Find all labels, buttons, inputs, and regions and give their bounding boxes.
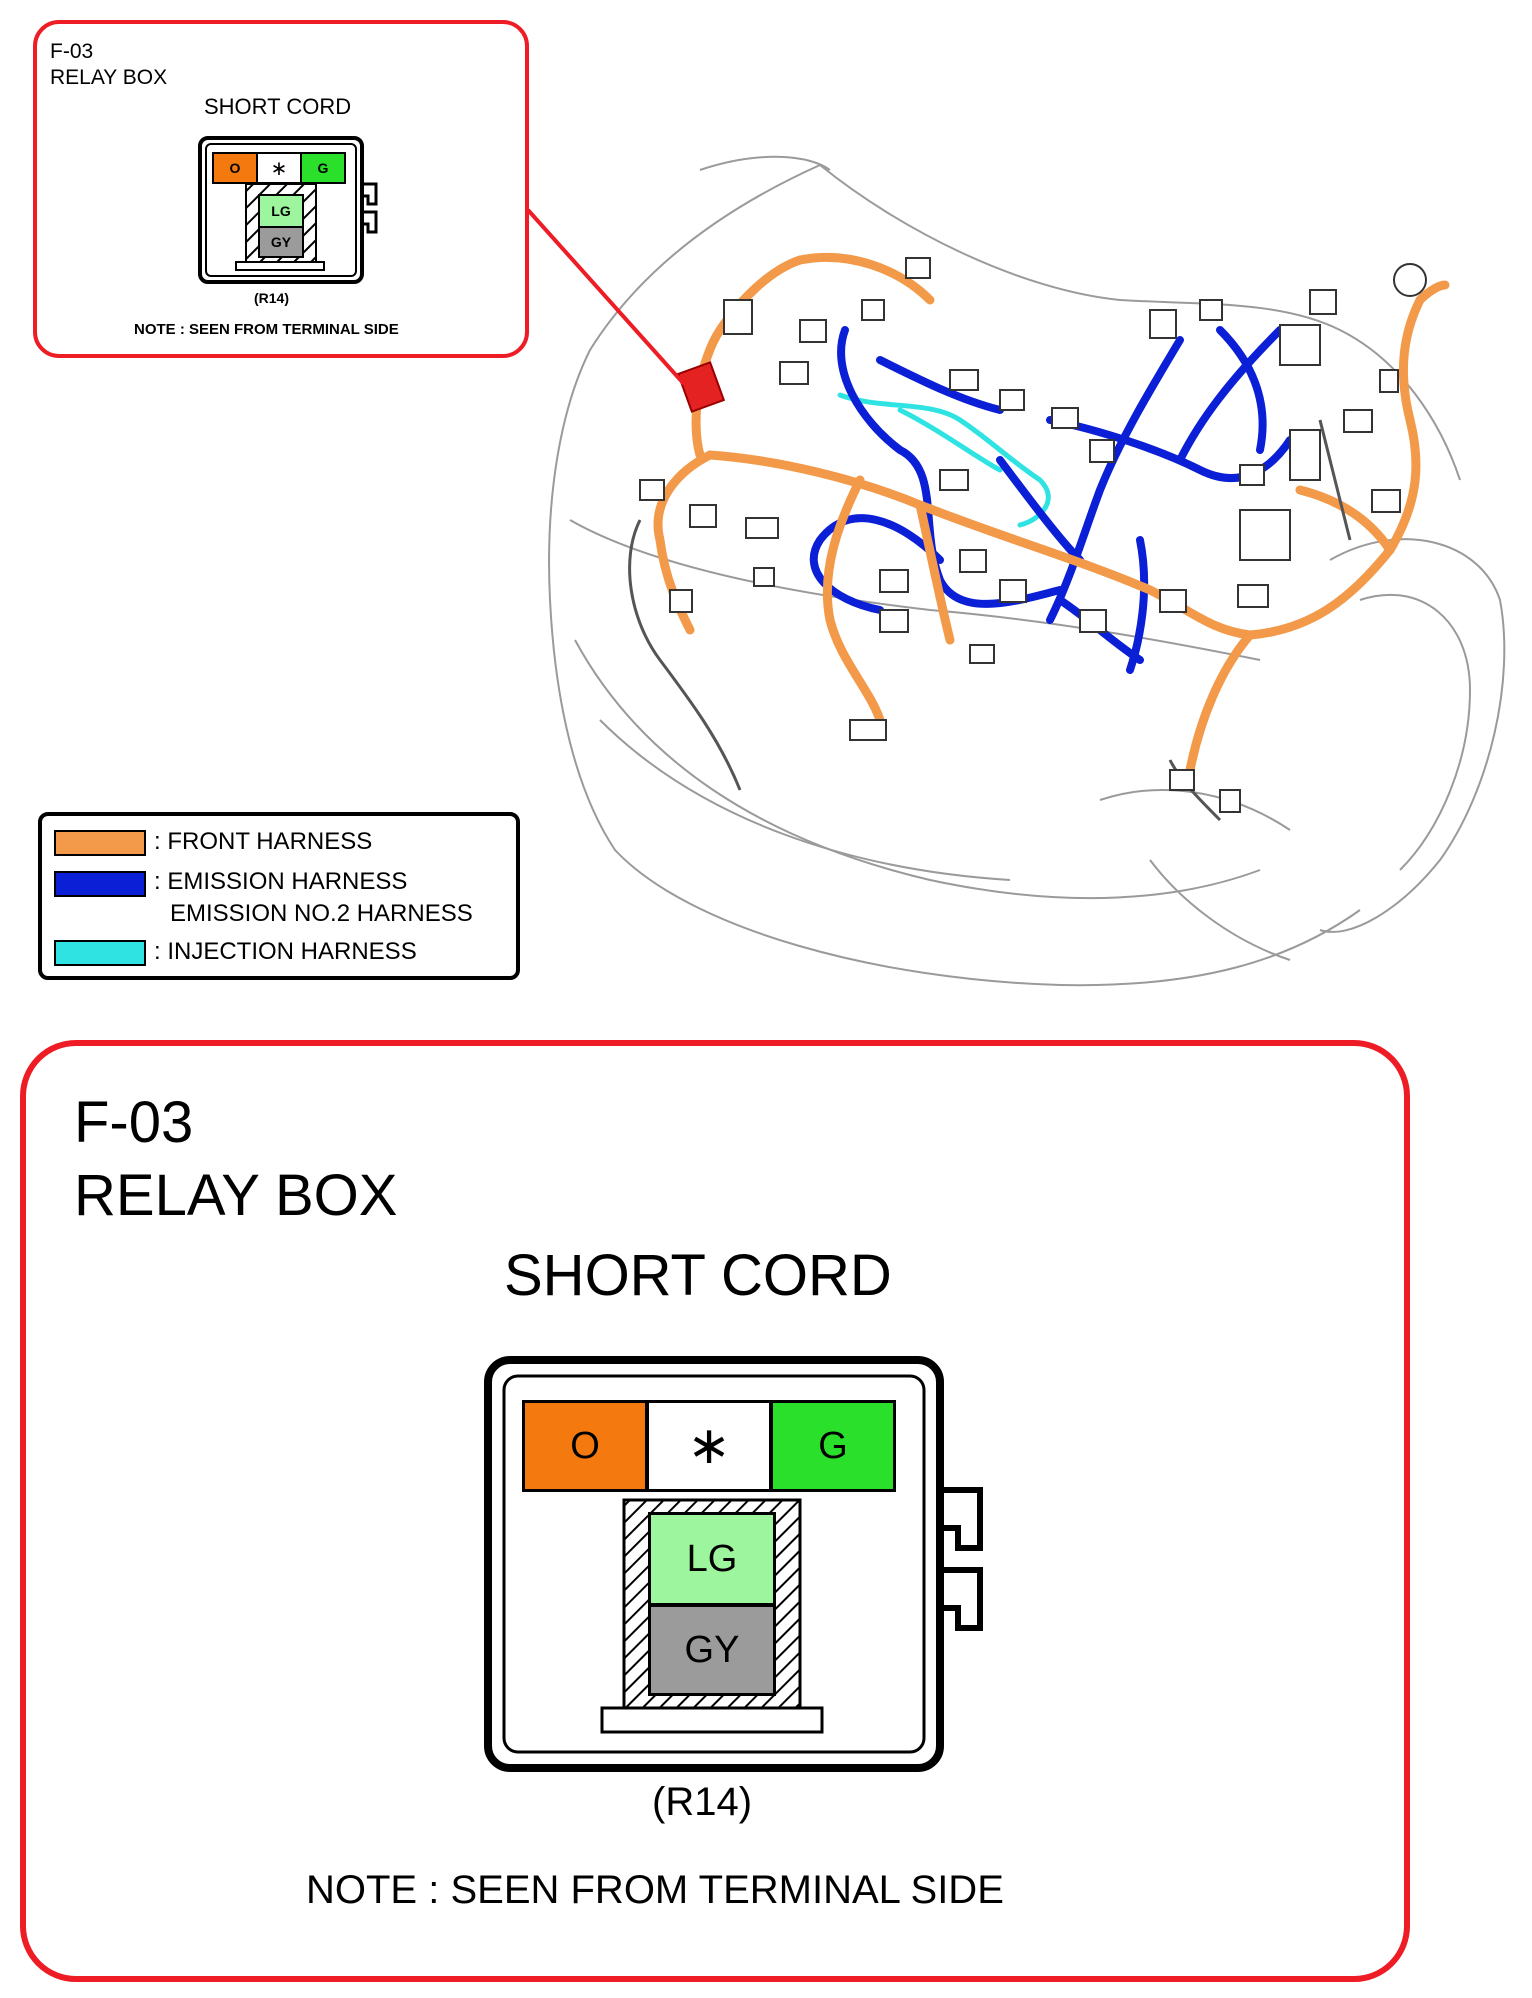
harness-name-large: SHORT CORD [504, 1243, 892, 1308]
pin-unused-large: ∗ [646, 1400, 772, 1492]
connector-callout-small [33, 20, 529, 358]
front-harness-swatch [54, 830, 146, 856]
engine-harness-illustration [526, 155, 1506, 987]
connector-id-large: F-03 [74, 1090, 194, 1155]
injection-harness-label: : INJECTION HARNESS [154, 938, 417, 965]
emission-harness-label: : EMISSION HARNESS [154, 868, 408, 895]
front-harness-routing [653, 252, 1450, 775]
front-harness-label: : FRONT HARNESS [154, 828, 373, 855]
pin-gy-large: GY [648, 1604, 776, 1696]
emission-no2-harness-label: EMISSION NO.2 HARNESS [170, 900, 473, 927]
callout-leader-line [526, 208, 686, 386]
part-code-large: (R14) [652, 1780, 753, 1824]
injection-harness-swatch [54, 940, 146, 966]
harness-connectors [639, 257, 1427, 813]
vehicle-body-outline [548, 155, 1506, 987]
pin-o-large: O [522, 1400, 648, 1492]
pin-g: G [300, 152, 346, 184]
injection-harness-routing [837, 392, 1051, 528]
part-code: (R14) [254, 290, 290, 306]
pin-lg: LG [258, 194, 304, 228]
connector-id: F-03 [50, 40, 94, 63]
pin-o: O [212, 152, 258, 184]
connector-callout-large [20, 1040, 1410, 1982]
terminal-side-note: NOTE : SEEN FROM TERMINAL SIDE [134, 321, 399, 338]
pin-gy: GY [258, 226, 304, 258]
pin-lg-large: LG [648, 1512, 776, 1606]
terminal-side-note-large: NOTE : SEEN FROM TERMINAL SIDE [306, 1868, 1004, 1912]
relay-box-location [676, 361, 726, 413]
harness-legend: : FRONT HARNESS : EMISSION HARNESS EMISS… [38, 812, 520, 980]
pin-g-large: G [770, 1400, 896, 1492]
emission-harness-swatch [54, 871, 146, 897]
harness-name: SHORT CORD [204, 94, 352, 119]
connector-face-large: O ∗ G LG GY [484, 1356, 984, 1776]
connector-face-small: O ∗ G LG GY [198, 136, 378, 286]
connector-name-large: RELAY BOX [74, 1163, 398, 1228]
connector-name: RELAY BOX [50, 66, 168, 89]
pin-unused: ∗ [256, 152, 302, 184]
